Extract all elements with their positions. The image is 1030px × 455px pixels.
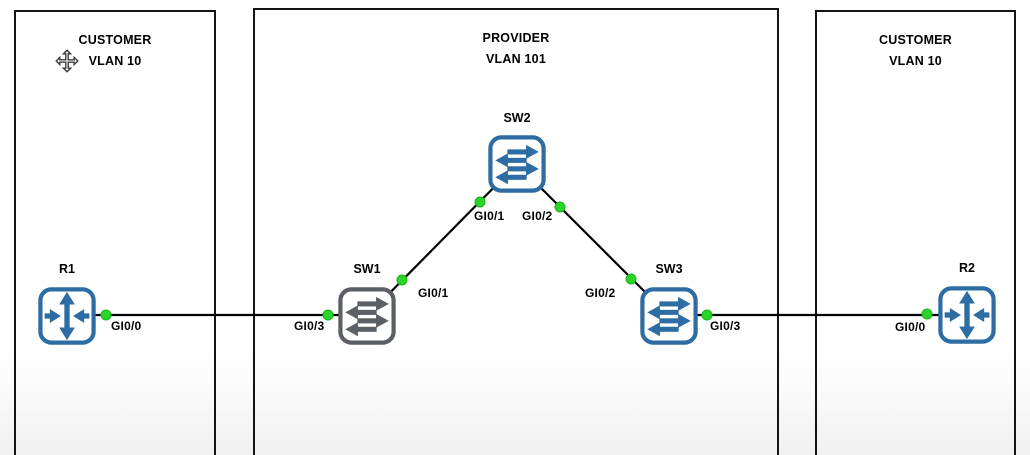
router-icon: [38, 287, 96, 345]
interface-label-r2-gi00: GI0/0: [895, 320, 926, 334]
region-box-customer-left[interactable]: CUSTOMER VLAN 10: [14, 10, 216, 455]
interface-label-sw1-gi03: GI0/3: [294, 319, 325, 333]
device-sw1[interactable]: [338, 287, 396, 345]
interface-label-sw3-gi03: GI0/3: [710, 319, 741, 333]
region-box-provider[interactable]: PROVIDER VLAN 101: [253, 8, 779, 455]
link-endpoint-dot: [625, 273, 637, 285]
interface-label-sw3-gi02: GI0/2: [585, 286, 616, 300]
interface-label-sw2-gi01: GI0/1: [474, 209, 505, 223]
device-label-sw1: SW1: [353, 262, 381, 276]
link-endpoint-dot: [396, 274, 408, 286]
switch-icon: [640, 287, 698, 345]
link-endpoint-dot: [554, 201, 566, 213]
link-endpoint-dot: [921, 308, 933, 320]
region-title: CUSTOMER: [879, 33, 952, 47]
device-label-r2: R2: [959, 261, 975, 275]
region-box-customer-right[interactable]: CUSTOMER VLAN 10: [815, 10, 1016, 455]
router-icon: [938, 286, 996, 344]
device-sw3[interactable]: [640, 287, 698, 345]
link-line-sw1-sw2[interactable]: [366, 163, 518, 317]
region-subtitle: VLAN 10: [88, 54, 142, 68]
device-label-sw3: SW3: [655, 262, 683, 276]
region-title: PROVIDER: [482, 31, 550, 45]
move-icon[interactable]: [55, 49, 79, 73]
region-subtitle: VLAN 10: [889, 54, 942, 68]
device-r2[interactable]: [938, 286, 996, 344]
switch-icon: [338, 287, 396, 345]
link-endpoint-dot: [701, 309, 713, 321]
region-title: CUSTOMER: [78, 33, 152, 47]
interface-label-sw2-gi02: GI0/2: [522, 209, 553, 223]
link-endpoint-dot: [474, 196, 486, 208]
interface-label-sw1-gi01: GI0/1: [418, 286, 449, 300]
device-label-r1: R1: [59, 262, 75, 276]
device-sw2[interactable]: [488, 135, 546, 193]
link-endpoint-dot: [322, 309, 334, 321]
link-endpoint-dot: [100, 309, 112, 321]
device-label-sw2: SW2: [503, 111, 531, 125]
interface-label-r1-gi00: GI0/0: [111, 319, 142, 333]
device-r1[interactable]: [38, 287, 96, 345]
link-line-sw2-sw3[interactable]: [516, 163, 670, 317]
region-subtitle: VLAN 101: [486, 52, 546, 66]
switch-icon: [488, 135, 546, 193]
